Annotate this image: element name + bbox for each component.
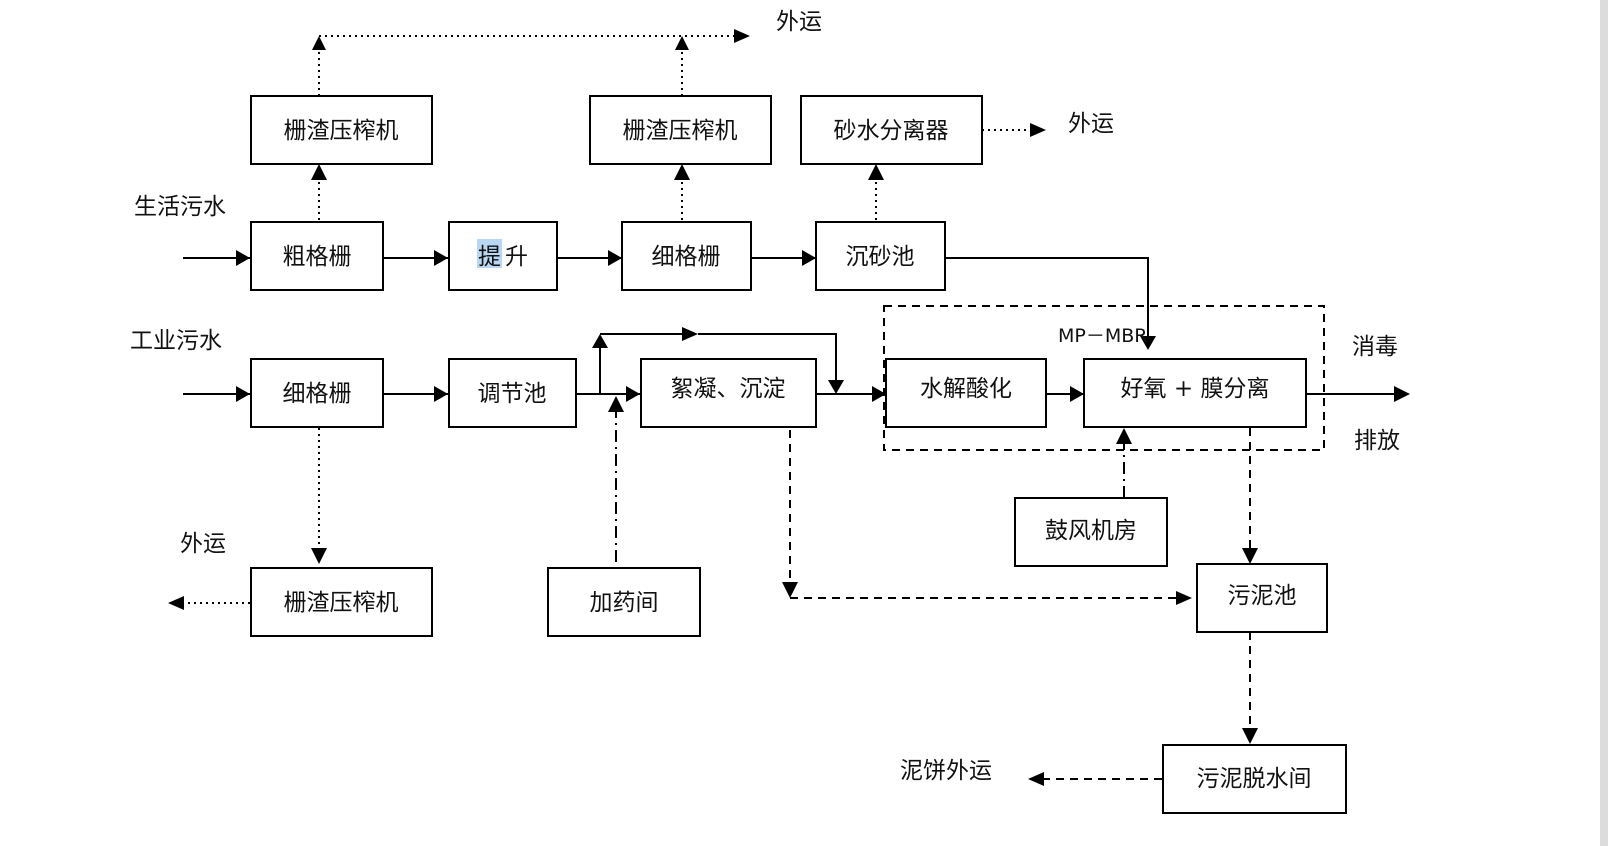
mbr-group-frame — [883, 305, 1325, 451]
arrowhead — [1028, 772, 1044, 786]
node-label: 升 — [505, 244, 528, 270]
cake-haul-label: 泥饼外运 — [900, 758, 992, 784]
arrowhead — [675, 36, 689, 50]
disinfect-label: 消毒 — [1352, 334, 1398, 360]
arrowhead — [1140, 336, 1156, 350]
node-press-top-1: 栅渣压榨机 — [250, 95, 433, 165]
arrowhead — [1116, 428, 1132, 444]
node-dewatering-room: 污泥脱水间 — [1162, 744, 1347, 814]
bypass-down-line — [698, 333, 837, 382]
arrowhead — [872, 386, 886, 402]
node-label: 细格栅 — [652, 244, 721, 270]
arrowhead — [236, 386, 250, 402]
arrowhead — [1070, 386, 1084, 402]
industrial-sewage-label: 工业污水 — [130, 328, 222, 354]
node-fine-screen-top: 细格栅 — [621, 221, 752, 291]
page-edge-strip — [1600, 0, 1608, 846]
arrowhead — [828, 380, 844, 394]
mbr-group-label: MP－MBR — [1058, 325, 1147, 347]
arrowhead — [626, 386, 640, 402]
node-blower-room: 鼓风机房 — [1014, 497, 1168, 567]
arrowhead — [608, 396, 624, 412]
text-selection-highlight — [477, 239, 502, 268]
node-label: 水解酸化 — [920, 376, 1012, 402]
arrowhead — [1176, 591, 1192, 605]
arrowhead — [1030, 123, 1046, 137]
node-label: 提 — [478, 244, 501, 270]
node-coarse-screen: 粗格栅 — [250, 221, 384, 291]
node-label: 加药间 — [590, 590, 659, 616]
arrowhead — [868, 164, 884, 180]
node-sludge-tank: 污泥池 — [1196, 563, 1328, 633]
arrowhead — [1242, 728, 1258, 744]
node-label: 沉砂池 — [846, 244, 915, 270]
arrowhead — [782, 582, 798, 598]
node-label: 栅渣压榨机 — [284, 118, 399, 144]
arrowhead — [236, 250, 250, 266]
grit-to-aerobic-line — [945, 257, 1149, 336]
arrowhead — [434, 250, 448, 266]
node-label: 砂水分离器 — [834, 118, 949, 144]
node-label: 污泥脱水间 — [1197, 766, 1312, 792]
node-label: 污泥池 — [1228, 583, 1297, 609]
node-fine-screen-bottom: 细格栅 — [250, 358, 384, 428]
node-lift-pump: 提 升 — [448, 221, 558, 291]
node-equalization-tank: 调节池 — [448, 358, 577, 428]
arrowhead — [608, 250, 622, 266]
node-label: 栅渣压榨机 — [623, 118, 738, 144]
domestic-sewage-label: 生活污水 — [134, 194, 226, 220]
arrowhead — [311, 548, 327, 564]
node-sand-separator: 砂水分离器 — [800, 95, 983, 165]
node-coagulation-sedimentation: 絮凝、沉淀 — [640, 358, 817, 428]
arrowhead — [734, 29, 750, 43]
arrowhead — [682, 327, 698, 341]
node-aerobic-membrane: 好氧 + 膜分离 — [1083, 358, 1307, 428]
haul-sand-label: 外运 — [1068, 111, 1114, 137]
node-press-bottom: 栅渣压榨机 — [250, 567, 433, 637]
node-hydrolysis-acidification: 水解酸化 — [885, 358, 1047, 428]
node-label: 鼓风机房 — [1045, 518, 1137, 544]
arrowhead — [1394, 386, 1410, 402]
arrowhead — [434, 386, 448, 402]
arrowhead — [802, 250, 816, 266]
node-dosing-room: 加药间 — [547, 567, 701, 637]
arrowhead — [1242, 548, 1258, 564]
node-label: 絮凝、沉淀 — [671, 376, 786, 402]
discharge-label: 排放 — [1354, 428, 1400, 454]
haul-top-label: 外运 — [776, 9, 822, 35]
node-press-top-2: 栅渣压榨机 — [589, 95, 772, 165]
node-label: 细格栅 — [283, 381, 352, 407]
node-label: 调节池 — [478, 381, 547, 407]
node-label: 栅渣压榨机 — [284, 590, 399, 616]
arrowhead — [312, 36, 326, 50]
haul-left-label: 外运 — [180, 531, 226, 557]
node-label: 粗格栅 — [283, 244, 352, 270]
node-grit-chamber: 沉砂池 — [815, 221, 946, 291]
arrowhead — [311, 164, 327, 180]
arrowhead — [168, 596, 184, 610]
arrowhead — [592, 334, 608, 348]
node-label: 好氧 + 膜分离 — [1121, 376, 1270, 402]
arrowhead — [674, 164, 690, 180]
